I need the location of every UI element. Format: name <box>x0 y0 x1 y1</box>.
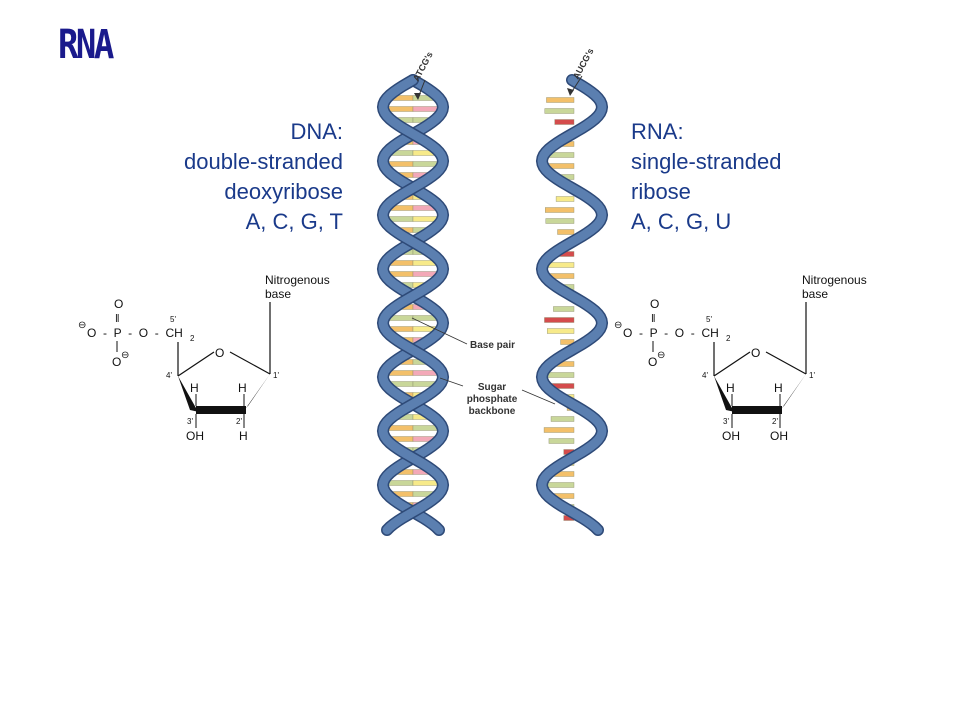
deoxy-c4-o-bond <box>177 351 215 377</box>
deoxy-h-right: H <box>238 381 247 395</box>
ribose-c2-label: 2' <box>772 417 778 426</box>
dna-heading: DNA: <box>290 119 343 144</box>
dna-tag-arrowhead <box>414 93 421 100</box>
deoxy-base-label-1: Nitrogenous <box>265 273 330 287</box>
dna-double-helix <box>376 74 450 536</box>
rna-bases: A, C, G, U <box>631 209 732 234</box>
rna-heading: RNA: <box>631 119 684 144</box>
dna-strandedness: double-stranded <box>183 149 343 174</box>
ribose-double-bond: ‖ <box>651 313 656 325</box>
ribose-c5-label: 5' <box>706 315 712 324</box>
rna-base <box>550 416 575 422</box>
rna-base <box>545 207 575 213</box>
rna-base <box>548 438 575 444</box>
deoxy-wedge-left <box>178 376 199 412</box>
ribose-wedge-left <box>714 376 735 412</box>
rna-base <box>555 196 575 202</box>
deoxy-3-substituent: OH <box>186 429 204 443</box>
rna-base <box>546 328 575 334</box>
deoxyribose-structure: Nitrogenous base O ‖ ⊖ O - P - O - CH 2 … <box>78 273 330 443</box>
rna-tag-arrowhead <box>567 88 574 96</box>
dna-backbone-b <box>378 75 448 535</box>
rna-sugar: ribose <box>631 179 691 204</box>
rna-base <box>545 218 575 224</box>
backbone-label-line2: phosphate <box>467 394 518 405</box>
deoxy-c3-label: 3' <box>187 417 193 426</box>
backbone-label-line3: backbone <box>469 406 516 417</box>
ribose-c3-label: 3' <box>723 417 729 426</box>
deoxy-c4-label: 4' <box>166 371 172 380</box>
dna-backbones <box>376 74 450 536</box>
deoxy-phosphate-row: O - P - O - CH <box>87 326 183 340</box>
backbone-callout: Sugar phosphate backbone <box>439 377 556 417</box>
deoxy-bold-bond <box>196 406 246 414</box>
backbone-label-line1: Sugar <box>478 382 506 393</box>
ribose-h-right: H <box>774 381 783 395</box>
ribose-ch2-subscript: 2 <box>726 334 731 343</box>
rna-base <box>544 108 575 114</box>
slide-title: RNA <box>58 22 114 68</box>
base-pair-callout: Base pair <box>411 317 515 351</box>
ribose-base-label-1: Nitrogenous <box>802 273 867 287</box>
ribose-ring-O: O <box>751 346 760 360</box>
deoxy-c2-label: 2' <box>236 417 242 426</box>
rna-base <box>557 229 575 235</box>
rna-base <box>544 317 575 323</box>
base-pair-label: Base pair <box>470 340 515 351</box>
ribose-negative-charge-1: ⊖ <box>614 320 622 331</box>
ribose-bold-bond <box>732 406 782 414</box>
dna-properties: DNA: double-stranded deoxyribose A, C, G… <box>184 117 343 237</box>
rna-base <box>553 306 575 312</box>
ribose-c4-o-bond <box>713 351 751 377</box>
deoxy-ring-O: O <box>215 346 224 360</box>
ribose-phosphate-bottom-O: O <box>648 355 657 369</box>
ribose-negative-charge-2: ⊖ <box>657 350 665 361</box>
backbone-leader-right <box>521 389 556 405</box>
ribose-h-left: H <box>726 381 735 395</box>
base-pair-leader <box>411 317 468 345</box>
backbone-leader-left <box>439 377 464 387</box>
deoxy-negative-charge-2: ⊖ <box>121 350 129 361</box>
ribose-c1-label: 1' <box>809 371 815 380</box>
rna-base <box>546 97 575 103</box>
ribose-o-c1-bond <box>765 351 807 375</box>
rna-strandedness: single-stranded <box>631 149 782 174</box>
deoxy-2-substituent: H <box>239 429 248 443</box>
rna-backbone <box>535 74 609 536</box>
dna-bases: A, C, G, T <box>245 209 343 234</box>
ribose-phosphate-top-O: O <box>650 297 659 311</box>
deoxy-double-bond: ‖ <box>115 313 120 325</box>
ribose-2-substituent: OH <box>770 429 788 443</box>
deoxy-c1-label: 1' <box>273 371 279 380</box>
deoxy-o-c1-bond <box>229 351 271 375</box>
ribose-phosphate-row: O - P - O - CH <box>623 326 719 340</box>
rna-base <box>543 482 575 488</box>
rna-single-strand <box>535 74 609 536</box>
rna-backbone <box>537 75 607 535</box>
ribose-structure: Nitrogenous base O ‖ ⊖ O - P - O - CH 2 … <box>614 273 867 443</box>
deoxy-phosphate-top-O: O <box>114 297 123 311</box>
rna-properties: RNA: single-stranded ribose A, C, G, U <box>631 117 781 237</box>
dna-sugar: deoxyribose <box>224 179 343 204</box>
deoxy-phosphate-bottom-O: O <box>112 355 121 369</box>
rna-base <box>554 119 575 125</box>
ribose-c4-label: 4' <box>702 371 708 380</box>
ribose-base-label-2: base <box>802 287 828 301</box>
ribose-3-substituent: OH <box>722 429 740 443</box>
deoxy-negative-charge-1: ⊖ <box>78 320 86 331</box>
deoxy-h-left: H <box>190 381 199 395</box>
rna-base <box>543 427 575 433</box>
deoxy-c5-label: 5' <box>170 315 176 324</box>
rna-tag-label: AUCG's <box>571 47 596 81</box>
dna-tag-label: ATCG's <box>411 50 435 83</box>
deoxy-ch2-subscript: 2 <box>190 334 195 343</box>
deoxy-base-label-2: base <box>265 287 291 301</box>
